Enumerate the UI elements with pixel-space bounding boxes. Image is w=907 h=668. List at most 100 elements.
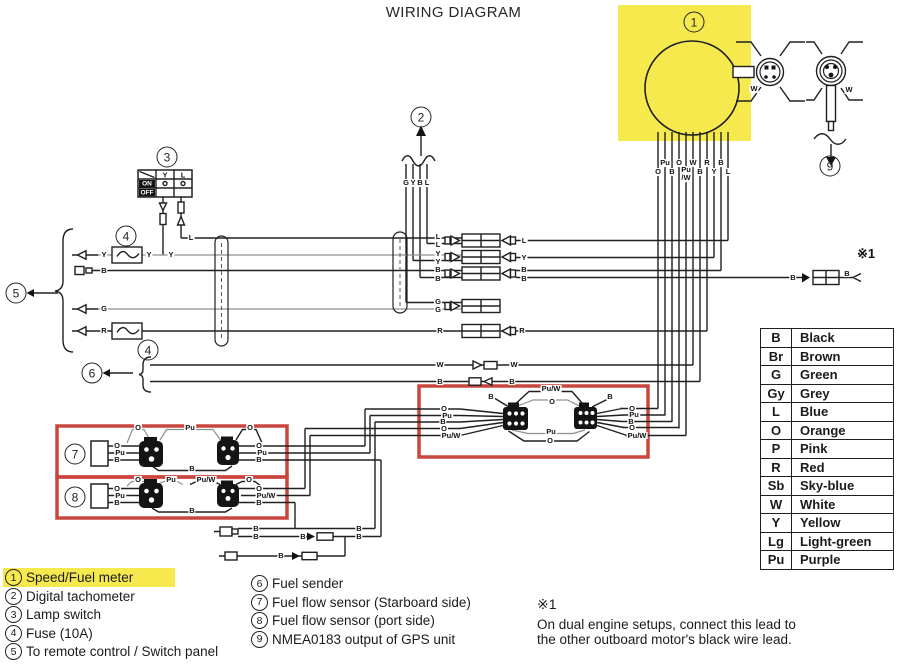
color-code-cell: Pink — [791, 439, 894, 459]
legend-text: Fuel sender — [272, 576, 344, 591]
wire-label: O — [546, 436, 554, 446]
lamp-switch-off-label: OFF — [140, 189, 154, 197]
lamp-switch-col-l: L — [180, 170, 186, 179]
wire-label: O — [113, 483, 121, 493]
round-connector-icon — [755, 57, 785, 87]
wire-label: B — [520, 264, 528, 274]
wire-label: L — [434, 231, 442, 241]
wire-label: Y — [710, 167, 718, 177]
legend-text: NMEA0183 output of GPS unit — [272, 631, 456, 647]
color-code-cell: Gy — [760, 383, 792, 403]
wire-label: B — [843, 268, 851, 278]
wire-label: O — [628, 403, 636, 413]
color-code-cell: B — [760, 328, 792, 348]
wire-label: B — [696, 167, 704, 177]
harness-loop-icons — [214, 231, 408, 347]
wire-label: O — [134, 474, 142, 484]
wire-label: Y — [145, 250, 153, 260]
legend-number: 5 — [5, 643, 22, 660]
color-code-cell: Black — [791, 328, 894, 348]
wire-label: Pu — [628, 410, 640, 420]
color-code-cell: G — [760, 365, 792, 385]
wire-label: O — [113, 441, 121, 451]
circled-number: 4 — [137, 339, 159, 361]
page-title: WIRING DIAGRAM — [385, 4, 522, 21]
wire-label: Pu — [545, 426, 557, 436]
wire-label: W — [509, 360, 519, 370]
wire-label: Pu — [659, 158, 671, 168]
wire-label: B — [255, 455, 263, 465]
wire-label: O — [628, 422, 636, 432]
color-code-cell: Br — [760, 346, 792, 366]
color-code-cell: R — [760, 457, 792, 477]
legend-number: 4 — [5, 624, 22, 642]
circled-number: 2 — [410, 106, 432, 128]
wire-label: B — [100, 265, 108, 275]
legend-text: Speed/Fuel meter — [26, 570, 134, 585]
color-code-cell: Grey — [791, 383, 894, 403]
wire-label: W — [844, 85, 854, 95]
wire-label: L — [434, 240, 442, 250]
wire-label: B — [487, 391, 495, 401]
wire-label: Pu/W — [195, 474, 217, 484]
color-code-cell: Purple — [791, 550, 894, 570]
wire-label: O — [440, 423, 448, 433]
wire-label: O — [440, 404, 448, 414]
wire-label: Pu/W — [255, 490, 277, 500]
wire-label: B — [520, 273, 528, 283]
wire-label: B — [668, 167, 676, 177]
wire-label: B — [188, 464, 196, 474]
black-connector-blocks — [26, 125, 836, 560]
lamp-switch-on-label: ON — [142, 180, 152, 188]
color-code-cell: Red — [791, 457, 894, 477]
legend-text: Fuel flow sensor (Starboard side) — [272, 594, 471, 610]
wire-label: G — [100, 304, 108, 314]
wire-label: B — [252, 532, 260, 542]
wire-label: Y — [167, 250, 175, 260]
wire-label: L — [724, 167, 732, 177]
wire-label: W — [435, 360, 445, 370]
footnote: ※1 On dual engine setups, connect this l… — [537, 596, 796, 648]
color-code-cell: L — [760, 402, 792, 422]
wire-label: B — [439, 417, 447, 427]
wire-label: Pu — [256, 448, 268, 458]
footnote-line1: On dual engine setups, connect this lead… — [537, 616, 796, 632]
wiring-lines — [34, 41, 863, 557]
wire-label: B — [434, 264, 442, 274]
color-code-cell: P — [760, 439, 792, 459]
speed-fuel-meter-icon — [644, 40, 755, 136]
color-code-cell: Blue — [791, 402, 894, 422]
circled-number: 5 — [5, 282, 27, 304]
wire-label: B — [627, 416, 635, 426]
circled-number: 9 — [819, 155, 841, 177]
lamp-switch-col-y: Y — [162, 170, 168, 179]
color-code-cell: White — [791, 494, 894, 514]
wire-label: B — [113, 497, 121, 507]
wire-label: B — [508, 376, 516, 386]
wire-label: Y — [434, 248, 442, 258]
wire-label: Pu — [441, 410, 453, 420]
wire-label: W — [688, 158, 698, 168]
wire-label: R — [703, 158, 711, 168]
color-code-cell: Brown — [791, 346, 894, 366]
circled-number: 8 — [64, 486, 86, 508]
color-code-cell: Light-green — [791, 531, 894, 551]
wire-label: G — [402, 178, 410, 188]
wire-label: O — [548, 396, 556, 406]
wire-label: O — [654, 167, 662, 177]
legend-text: Lamp switch — [26, 607, 102, 622]
